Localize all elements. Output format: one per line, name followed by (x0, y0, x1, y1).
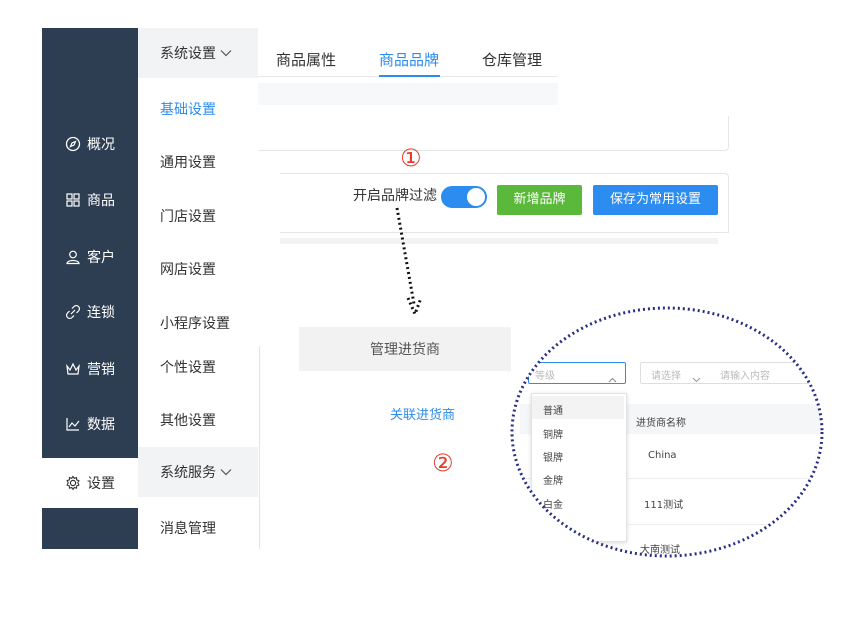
supplier-row: China (648, 450, 677, 461)
dropdown-highlight (532, 396, 624, 419)
tab-goods-attributes[interactable]: 商品属性 (276, 51, 337, 69)
chevron-down-icon (220, 464, 232, 480)
marker-one: ① (400, 144, 422, 172)
subnav-item-mini-program[interactable]: 小程序设置 (160, 316, 230, 332)
user-icon (65, 249, 81, 265)
grid-icon (65, 192, 81, 208)
sidebar-item-data[interactable]: 数据 (42, 402, 138, 446)
chevron-down-icon (692, 368, 701, 387)
sidebar-item-chain[interactable]: 连锁 (42, 290, 138, 334)
sidebar-item-customer[interactable]: 客户 (42, 235, 138, 279)
supplier-row: 111测试 (644, 500, 684, 511)
sidebar-item-label: 客户 (87, 250, 115, 266)
sidebar-item-marketing[interactable]: 营销 (42, 347, 138, 391)
link-icon (65, 304, 81, 320)
main-sidebar: 概况 商品 客户 连锁 营销 数据 设置 (42, 28, 138, 549)
tab-warehouse[interactable]: 仓库管理 (482, 51, 543, 69)
subnav-group-system-settings[interactable]: 系统设置 (138, 28, 258, 78)
brand-filter-switch[interactable] (441, 186, 487, 208)
gear-icon (65, 475, 81, 491)
crown-icon (65, 361, 81, 377)
subnav-group-system-service[interactable]: 系统服务 (138, 447, 258, 497)
sidebar-item-label: 数据 (87, 417, 115, 433)
sidebar-item-label: 连锁 (87, 305, 115, 321)
active-tab-indicator (379, 75, 440, 77)
subnav-item-personal[interactable]: 个性设置 (160, 360, 216, 376)
content-strip (258, 83, 558, 105)
sidebar-item-label: 商品 (87, 193, 115, 209)
subnav-item-basic[interactable]: 基础设置 (160, 102, 216, 118)
subnav-item-general[interactable]: 通用设置 (160, 155, 216, 171)
link-supplier-link[interactable]: 关联进货商 (390, 408, 456, 423)
sidebar-item-label: 设置 (87, 476, 115, 492)
table-header-strip (280, 238, 718, 244)
save-common-settings-button[interactable]: 保存为常用设置 (593, 185, 718, 215)
subnav-group-label: 系统服务 (160, 465, 216, 481)
subnav-item-store[interactable]: 门店设置 (160, 209, 216, 225)
search-input-placeholder: 请输入内容 (720, 371, 770, 382)
sidebar-item-overview[interactable]: 概况 (42, 122, 138, 166)
chevron-down-icon (220, 45, 232, 61)
row-divider (520, 478, 822, 479)
level-option[interactable]: 金牌 (543, 476, 563, 487)
subnav-item-other[interactable]: 其他设置 (160, 413, 216, 429)
filter-select-placeholder: 请选择 (651, 371, 681, 382)
level-select-placeholder: 等级 (535, 371, 555, 382)
level-option[interactable]: 铜牌 (543, 430, 563, 441)
tab-goods-brand[interactable]: 商品品牌 (379, 51, 440, 69)
manage-supplier-button[interactable]: 管理进货商 (299, 327, 511, 371)
supplier-row: 大南测试 (640, 545, 680, 556)
level-option[interactable]: 普通 (543, 406, 563, 417)
column-header-supplier-name: 进货商名称 (636, 418, 686, 429)
row-divider (520, 524, 822, 525)
subnav-group-label: 系统设置 (160, 46, 216, 62)
sidebar-item-label: 营销 (87, 362, 115, 378)
subnav-item-messages[interactable]: 消息管理 (160, 521, 216, 537)
dotted-arrow (395, 207, 423, 318)
filter-select[interactable]: 请选择 (640, 362, 710, 384)
sidebar-item-label: 概况 (87, 137, 115, 153)
marker-two: ② (432, 449, 454, 477)
compass-icon (65, 136, 81, 152)
level-option[interactable]: 白金 (543, 500, 563, 511)
chevron-up-icon (608, 368, 617, 387)
content-card (258, 116, 729, 151)
level-option[interactable]: 银牌 (543, 453, 563, 464)
switch-knob (467, 188, 485, 206)
add-brand-button[interactable]: 新增品牌 (497, 185, 582, 215)
sidebar-item-goods[interactable]: 商品 (42, 178, 138, 222)
chart-icon (65, 416, 81, 432)
subnav-divider (259, 346, 260, 549)
subnav-item-online-store[interactable]: 网店设置 (160, 262, 216, 278)
brand-filter-label: 开启品牌过滤 (353, 188, 437, 204)
toolbar-card (280, 173, 729, 233)
sidebar-item-settings[interactable]: 设置 (42, 458, 138, 508)
